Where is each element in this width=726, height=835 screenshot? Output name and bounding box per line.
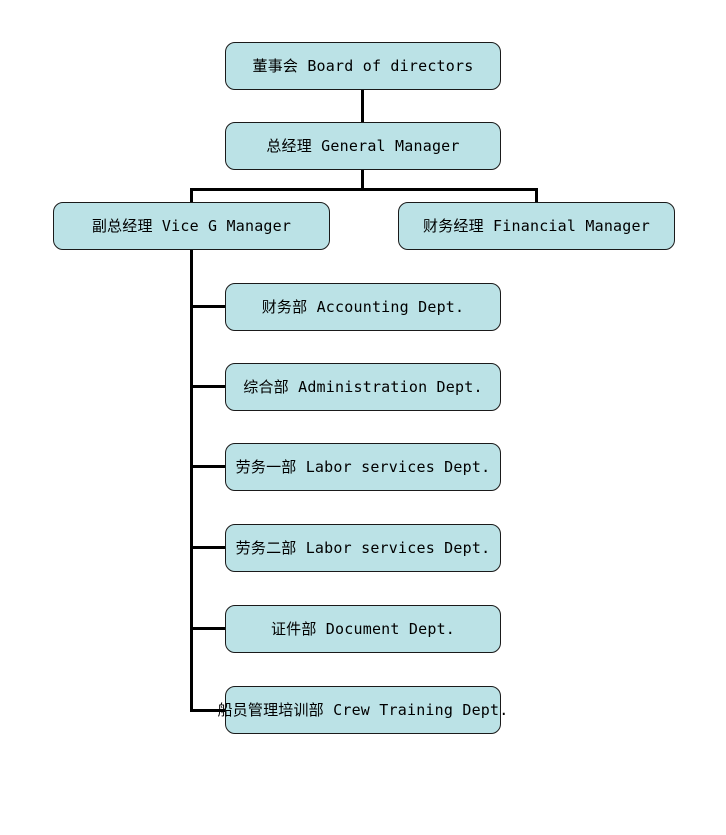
connector-split-bar bbox=[190, 188, 538, 191]
connector-branch-department-1 bbox=[190, 305, 227, 308]
node-label-department-crew-training: 船员管理培训部 Crew Training Dept. bbox=[217, 700, 509, 719]
node-department-administration[interactable]: 综合部 Administration Dept. bbox=[225, 363, 501, 411]
node-label-department-labor-services-1: 劳务一部 Labor services Dept. bbox=[235, 457, 491, 476]
node-label-department-administration: 综合部 Administration Dept. bbox=[243, 377, 483, 396]
node-general-manager[interactable]: 总经理 General Manager bbox=[225, 122, 501, 170]
node-board-of-directors[interactable]: 董事会 Board of directors bbox=[225, 42, 501, 90]
connector-department-trunk bbox=[190, 250, 193, 712]
node-department-document[interactable]: 证件部 Document Dept. bbox=[225, 605, 501, 653]
connector-branch-department-5 bbox=[190, 627, 227, 630]
connector-branch-department-2 bbox=[190, 385, 227, 388]
connector-branch-department-6 bbox=[190, 709, 227, 712]
connector-drop-to-financial-manager bbox=[535, 188, 538, 204]
node-label-financial-manager: 财务经理 Financial Manager bbox=[423, 216, 650, 235]
connector-branch-department-4 bbox=[190, 546, 227, 549]
connector-board-to-general-manager bbox=[361, 90, 364, 122]
node-label-department-labor-services-2: 劳务二部 Labor services Dept. bbox=[235, 538, 491, 557]
node-department-labor-services-1[interactable]: 劳务一部 Labor services Dept. bbox=[225, 443, 501, 491]
node-label-general-manager: 总经理 General Manager bbox=[266, 136, 460, 155]
connector-branch-department-3 bbox=[190, 465, 227, 468]
node-department-labor-services-2[interactable]: 劳务二部 Labor services Dept. bbox=[225, 524, 501, 572]
node-label-board-of-directors: 董事会 Board of directors bbox=[252, 56, 474, 75]
node-label-department-document: 证件部 Document Dept. bbox=[270, 619, 456, 638]
node-label-vice-general-manager: 副总经理 Vice G Manager bbox=[91, 216, 292, 235]
connector-general-manager-drop bbox=[361, 170, 364, 190]
node-department-crew-training[interactable]: 船员管理培训部 Crew Training Dept. bbox=[217, 686, 508, 734]
node-department-accounting[interactable]: 财务部 Accounting Dept. bbox=[225, 283, 501, 331]
node-label-department-accounting: 财务部 Accounting Dept. bbox=[261, 297, 465, 316]
node-vice-general-manager[interactable]: 副总经理 Vice G Manager bbox=[53, 202, 330, 250]
node-financial-manager[interactable]: 财务经理 Financial Manager bbox=[398, 202, 675, 250]
connector-drop-to-vice-general-manager bbox=[190, 188, 193, 204]
